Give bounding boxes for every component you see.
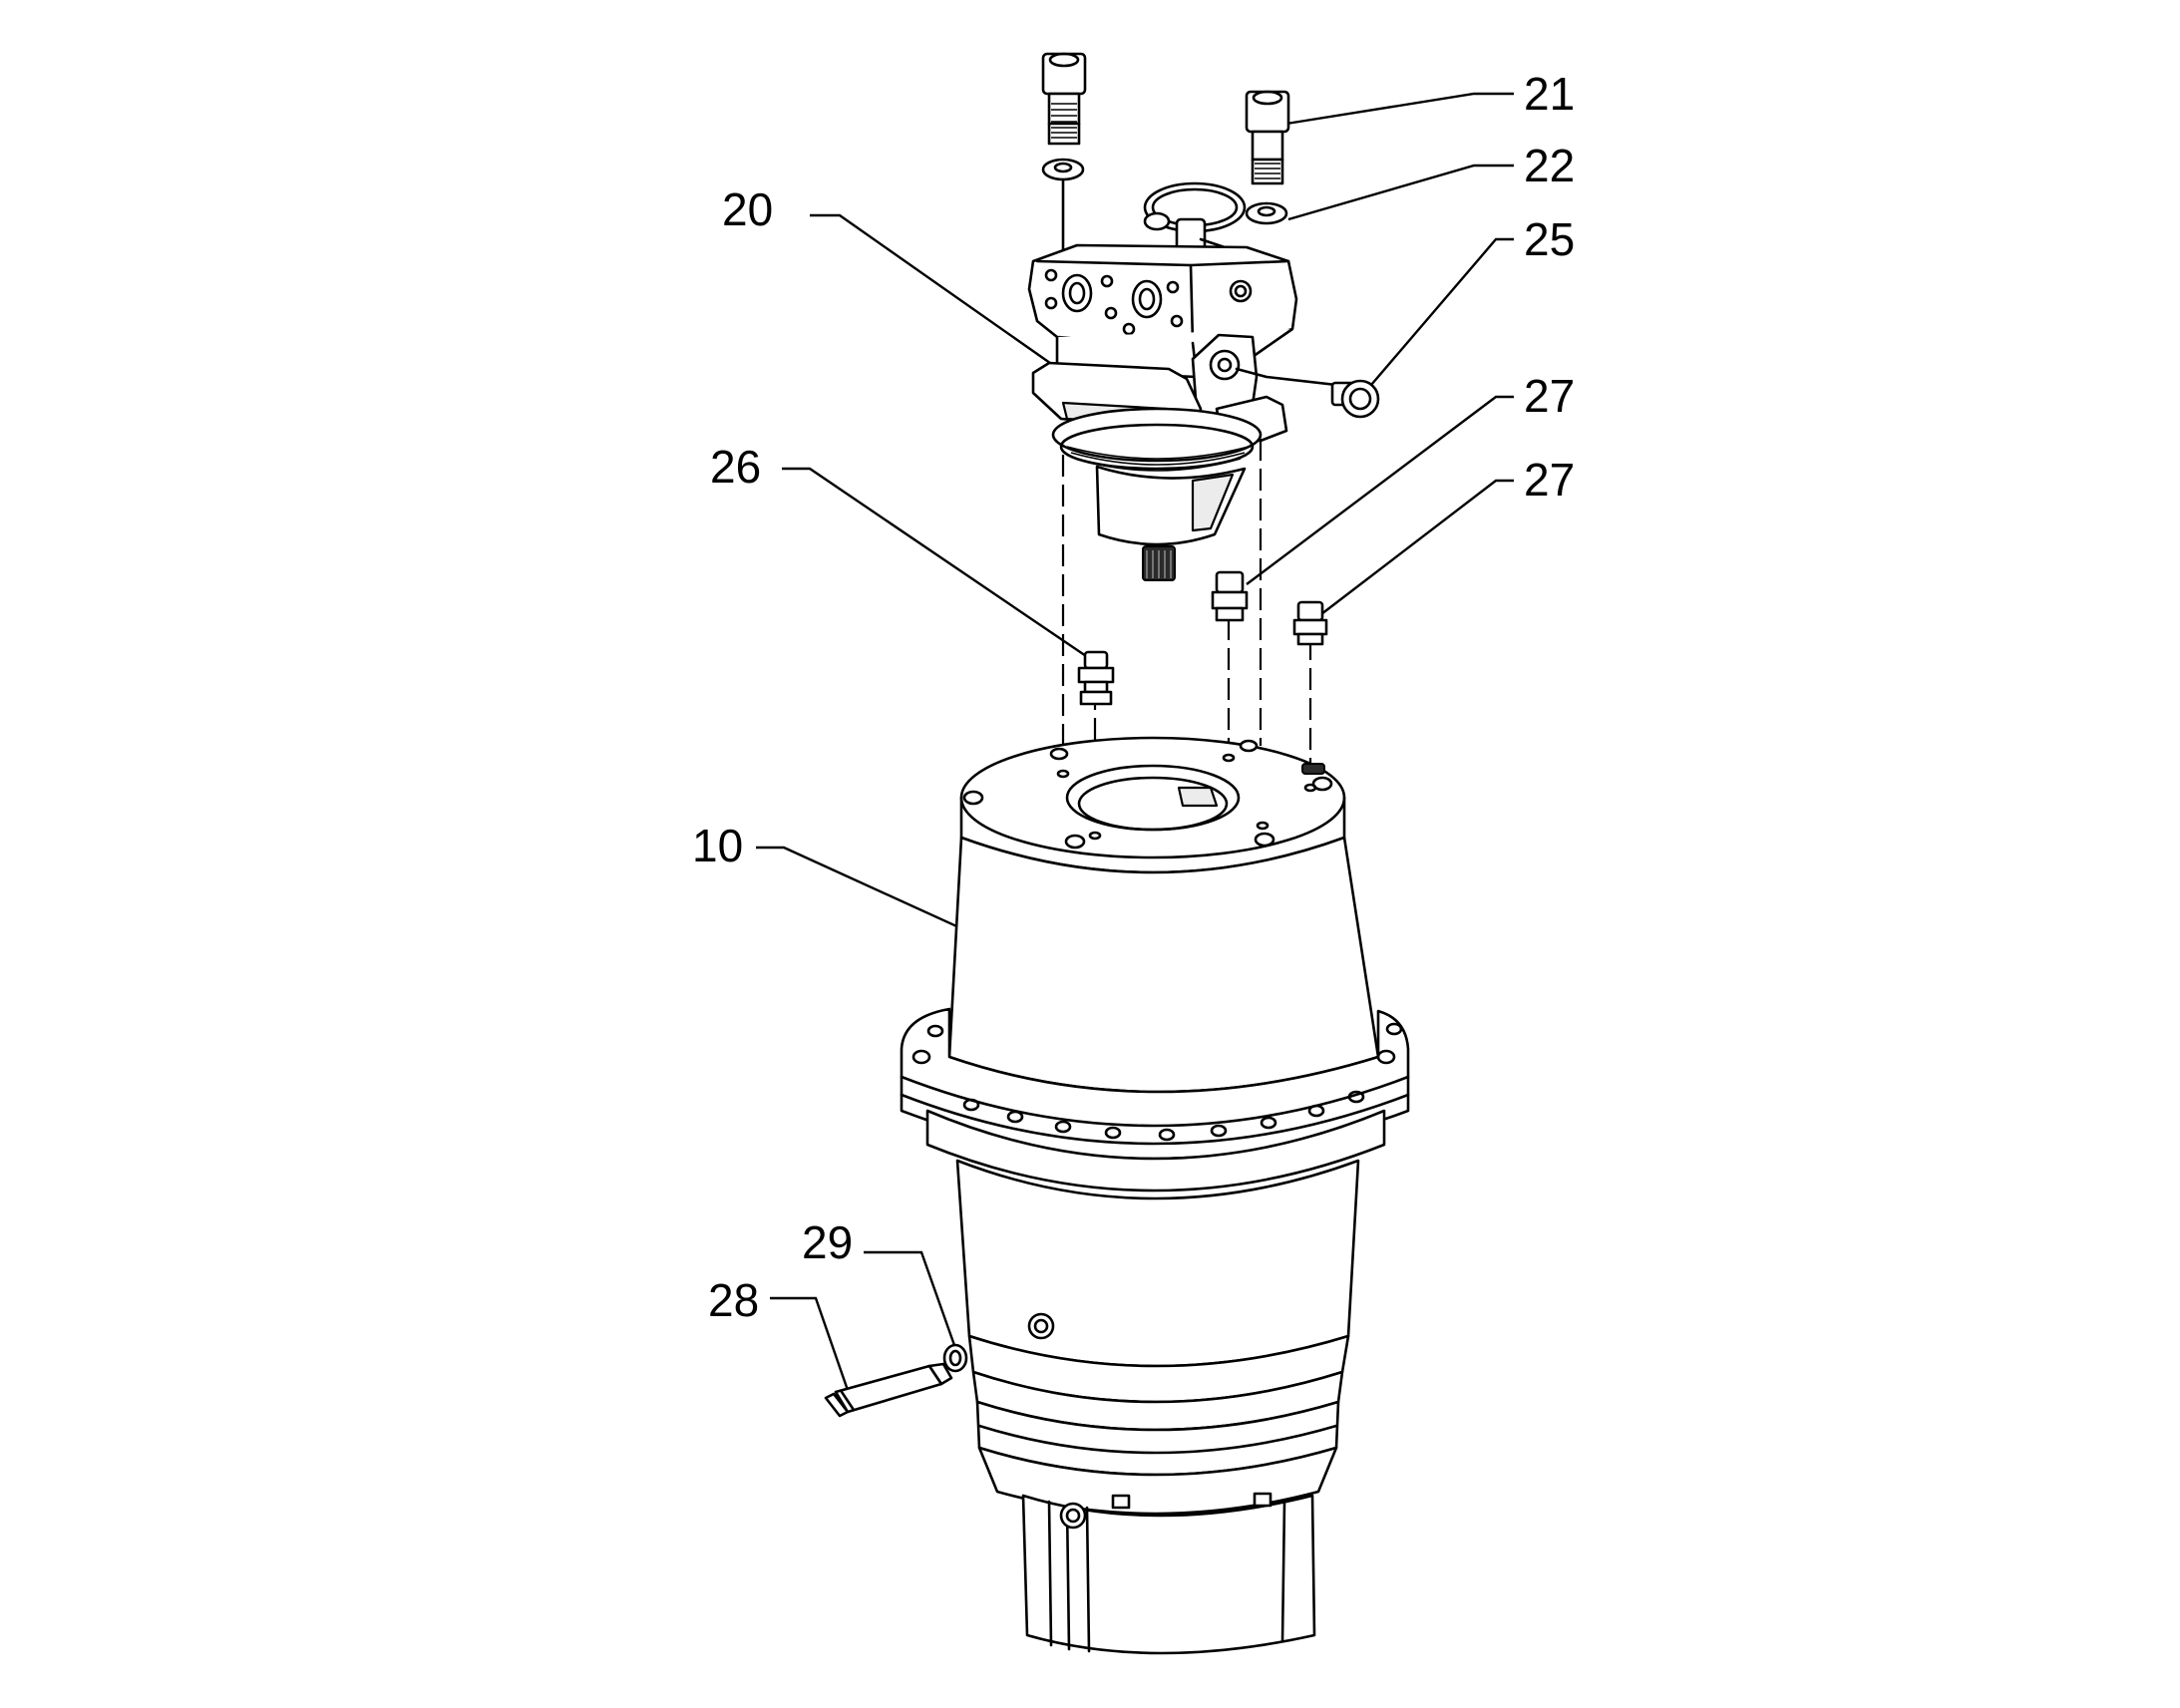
leader-22 [1287,164,1514,221]
bolt-left [1041,52,1087,146]
callout-20: 20 [722,183,773,235]
callout-22: 22 [1524,140,1575,191]
leader-27-upper [1246,395,1514,585]
leader-lines [756,92,1514,1397]
washer-right [1245,201,1288,225]
hydraulic-motor [1027,181,1338,581]
callout-10: 10 [692,820,743,871]
gearbox-housing [900,736,1410,1655]
callout-28: 28 [708,1274,759,1326]
leader-21 [1285,92,1514,126]
callout-29: 29 [802,1216,853,1268]
leader-10 [756,846,1034,963]
fitting-27-upper [1211,570,1249,622]
washer-left [1041,158,1085,181]
leader-28 [770,1296,852,1397]
callout-25: 25 [1524,213,1575,265]
seal-ring-29 [942,1343,968,1373]
callout-27-lower: 27 [1524,454,1575,506]
leader-29 [864,1250,957,1349]
leader-25 [1370,237,1514,386]
callout-27-upper: 27 [1524,370,1575,422]
plug-28 [824,1362,953,1418]
bolt-right [1245,90,1290,185]
leader-27-lower [1320,479,1514,615]
callout-labels: 21 22 20 25 27 26 27 10 29 28 [692,68,1575,1326]
callout-26: 26 [710,441,761,493]
callout-21: 21 [1524,68,1575,120]
plug-25 [1330,379,1380,419]
leader-26 [782,467,1090,659]
fitting-26 [1077,650,1115,706]
leader-20 [810,213,1068,376]
fitting-27-lower [1292,600,1328,646]
